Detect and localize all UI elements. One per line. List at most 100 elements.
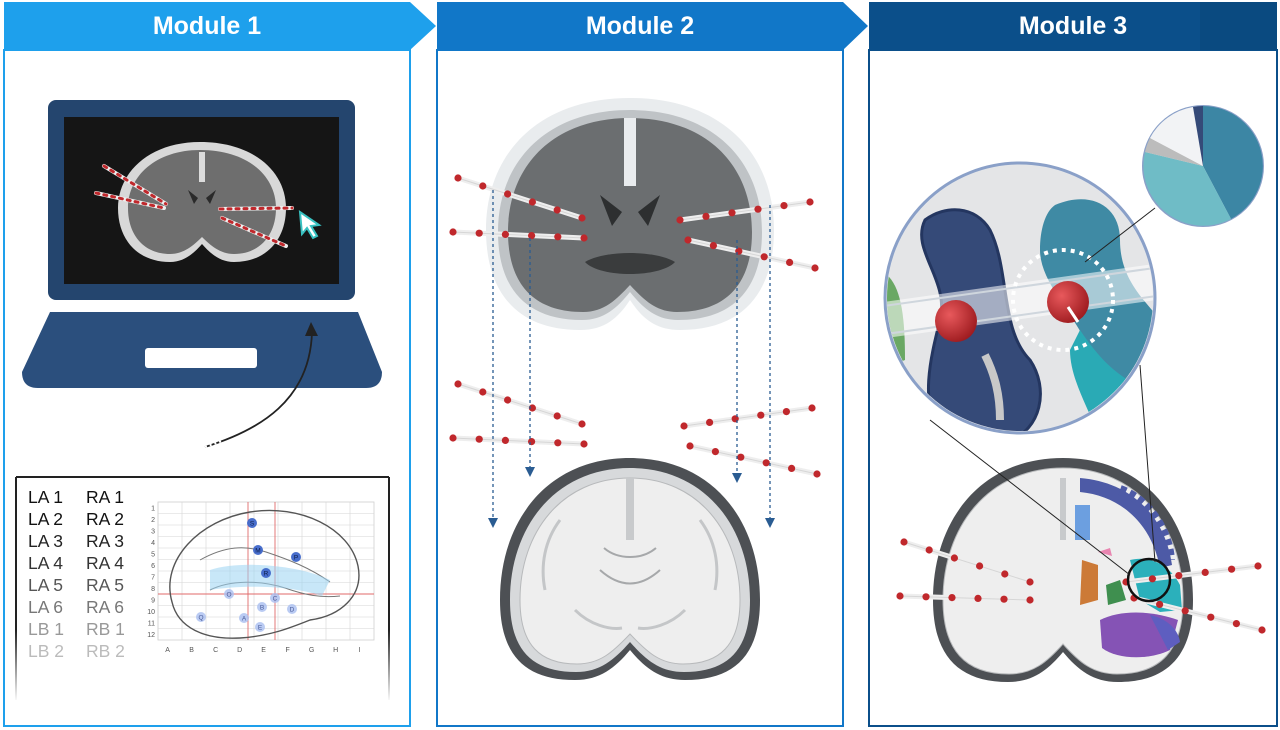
grid-marker-label: A [242, 616, 247, 623]
electrode-contact [1026, 578, 1034, 586]
electrode-contact [1148, 575, 1156, 583]
electrode-contact [504, 396, 512, 404]
electrode-contact [728, 209, 736, 217]
module-3-header-accent [1200, 2, 1277, 50]
right-label: RA 2 [86, 509, 124, 529]
electrode-contact [1232, 620, 1240, 628]
label-row: LA 4 RA 4 [28, 552, 130, 574]
electrode-contact [806, 198, 814, 206]
module-1-title: Module 1 [152, 11, 262, 40]
grid-marker [196, 612, 206, 622]
electrode-contact [754, 205, 762, 213]
grid-marker-label: R [264, 571, 269, 578]
grid-col-label: E [261, 647, 266, 654]
grid-row-label: 6 [151, 563, 155, 570]
electrode-contact [501, 230, 509, 238]
electrode-contact [449, 228, 457, 236]
grid-marker-label: O [226, 592, 231, 599]
grid-marker [255, 622, 265, 632]
grid-marker-label: E [258, 625, 263, 632]
electrode-contact-left [935, 300, 977, 342]
grid-row-label: 7 [151, 575, 155, 582]
electrode-contact [950, 554, 959, 562]
grid-marker [224, 589, 234, 599]
left-label: LB 1 [28, 619, 64, 639]
upload-arrow-head [305, 322, 318, 336]
magnified-region-view [883, 161, 1157, 435]
electrode-contact [922, 593, 930, 601]
module-2-header-bg [437, 2, 868, 50]
grid-marker [287, 604, 297, 614]
electrode-contact [737, 453, 745, 461]
electrode-contact [786, 258, 794, 266]
electrode-contact [1201, 568, 1209, 577]
grid-col-label: B [189, 647, 194, 654]
projection-arrow-heads [488, 467, 775, 528]
electrode-contact [479, 388, 487, 396]
electrode-contact [479, 182, 487, 190]
grid-col-label: I [359, 647, 361, 654]
grid-row-label: 5 [151, 552, 155, 559]
labeled-atlas-brain [933, 458, 1193, 682]
grid-col-label: D [237, 647, 242, 654]
projection-arrows [492, 190, 771, 520]
electrode-contact [554, 439, 562, 447]
right-label: RA 3 [86, 531, 124, 551]
module-headers [4, 2, 1277, 50]
electrode-contact [780, 202, 788, 210]
electrode-contact-right [1047, 281, 1089, 323]
left-label: LA 6 [28, 597, 64, 617]
cursor-icon [298, 209, 322, 240]
grid-row-label: 1 [151, 506, 155, 513]
grid-marker [261, 568, 271, 578]
grid-col-label: F [285, 647, 289, 654]
right-label: RA 5 [86, 575, 124, 595]
electrode-contact [813, 470, 821, 478]
electrode-contact [702, 212, 710, 220]
electrode-contact [475, 229, 483, 237]
region-proportion-pie [1142, 105, 1264, 227]
electrode-contact [711, 448, 720, 456]
electrode-contact [528, 198, 537, 206]
electrode-contact [1175, 572, 1183, 580]
label-row: LA 6 RA 6 [28, 596, 130, 618]
electrode-contact [676, 216, 684, 224]
zoom-target-circle [1126, 557, 1172, 603]
grid-row-label: 2 [151, 517, 155, 524]
electrode-contact [1228, 565, 1236, 573]
laptop-brain-scan [118, 142, 286, 262]
grid-col-label: G [309, 647, 314, 654]
grid-col-label: C [213, 647, 218, 654]
grid-col-label: A [165, 647, 170, 654]
electrode-contact [1001, 570, 1009, 578]
electrode-contact [808, 404, 816, 412]
electrode-label-box [14, 476, 392, 702]
grid-marker-label: Q [198, 615, 203, 622]
electrode-contact [680, 422, 688, 430]
electrode-contact [811, 264, 819, 272]
grid-marker [270, 593, 280, 603]
electrode-contact [760, 253, 768, 261]
left-label: LA 4 [28, 553, 64, 573]
right-label: RB 2 [86, 641, 125, 661]
electrode-contact [896, 592, 904, 600]
grid-marker-label: S [250, 521, 255, 528]
electrode-contact [735, 247, 743, 255]
electrode-contact [1254, 562, 1262, 570]
right-label: RA 4 [86, 553, 124, 573]
electrode-contact [1207, 613, 1215, 621]
right-label: RA 6 [86, 597, 124, 617]
grid-marker [291, 552, 301, 562]
right-label: RB 1 [86, 619, 125, 639]
electrode-contact [501, 436, 509, 444]
electrode-contact [553, 206, 561, 214]
electrode-contact [709, 242, 718, 250]
grid-row-label: 12 [147, 632, 155, 639]
laptop-electrodes [94, 164, 294, 248]
